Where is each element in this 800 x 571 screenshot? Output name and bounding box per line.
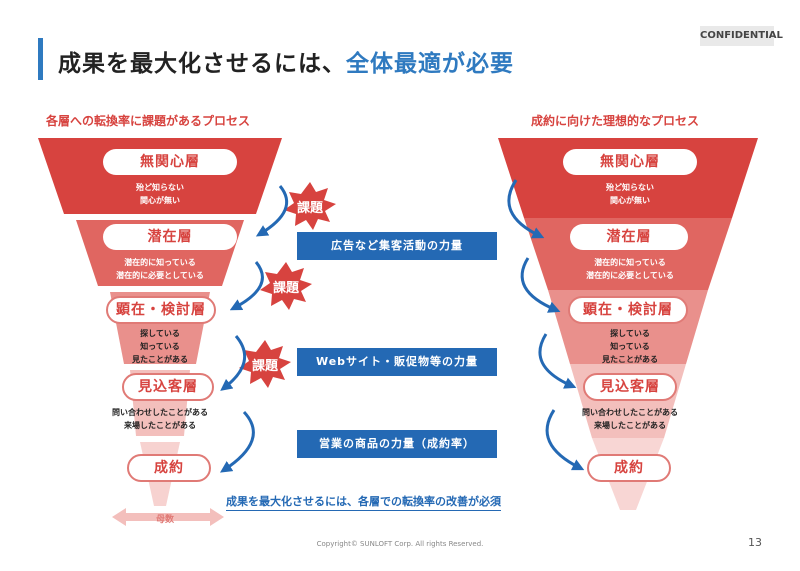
right-layer-label-3: 顕在・検討層 bbox=[568, 296, 688, 324]
left-layer-desc-1: 殆ど知らない関心が無い bbox=[136, 183, 184, 205]
left-layer-label-1: 無関心層 bbox=[103, 149, 237, 175]
right-arrow-3 bbox=[538, 333, 577, 389]
issue-label-1: 課題 bbox=[296, 201, 323, 216]
issue-label-3: 課題 bbox=[251, 359, 278, 374]
right-layer-label-4: 見込客層 bbox=[583, 373, 677, 401]
base-double-arrow bbox=[112, 508, 224, 526]
right-arrow-2 bbox=[520, 257, 561, 313]
left-layer-label-3: 顕在・検討層 bbox=[106, 296, 216, 324]
title-accent-bar bbox=[38, 38, 43, 80]
left-subtitle: 各層への転換率に課題があるプロセス bbox=[46, 114, 251, 128]
left-layer-desc-3: 探している知っている見たことがある bbox=[132, 329, 188, 364]
right-arrow-4 bbox=[545, 409, 585, 471]
issue-label-2: 課題 bbox=[272, 281, 299, 296]
left-arrow-1 bbox=[255, 185, 289, 237]
right-layer-desc-4: 問い合わせしたことがある来場したことがある bbox=[582, 408, 678, 430]
left-layer-desc-2: 潜在的に知っている潜在的に必要としている bbox=[116, 258, 204, 280]
left-arrow-4 bbox=[219, 410, 255, 473]
page-number: 13 bbox=[748, 536, 762, 549]
right-layer-desc-3: 探している知っている見たことがある bbox=[602, 329, 658, 364]
capability-box-web: Webサイト・販促物等の力量 bbox=[297, 348, 497, 376]
page-title: 成果を最大化させるには、全体最適が必要 bbox=[58, 51, 514, 77]
capability-box-sales: 営業の商品の力量（成約率） bbox=[297, 430, 497, 458]
right-subtitle: 成約に向けた理想的なプロセス bbox=[531, 114, 700, 128]
right-layer-desc-1: 殆ど知らない関心が無い bbox=[606, 183, 654, 205]
page-title-highlight: 全体最適が必要 bbox=[346, 51, 514, 77]
confidential-badge: CONFIDENTIAL bbox=[700, 26, 783, 46]
right-layer-desc-2: 潜在的に知っている潜在的に必要としている bbox=[586, 258, 674, 280]
copyright: Copyright© SUNLOFT Corp. All rights Rese… bbox=[316, 540, 484, 548]
capability-box-ads: 広告など集客活動の力量 bbox=[297, 232, 497, 260]
conversion-note: 成果を最大化させるには、各層での転換率の改善が必須 bbox=[226, 493, 501, 511]
right-layer-label-2: 潜在層 bbox=[570, 224, 688, 250]
right-layer-label-5: 成約 bbox=[587, 454, 671, 482]
issue-burst-1 bbox=[284, 182, 336, 230]
left-layer-label-5: 成約 bbox=[127, 454, 211, 482]
issue-burst-2 bbox=[260, 262, 312, 310]
left-layer-desc-4: 問い合わせしたことがある来場したことがある bbox=[112, 408, 208, 430]
left-arrow-2 bbox=[229, 261, 264, 311]
left-layer-label-2: 潜在層 bbox=[103, 224, 237, 250]
right-layer-label-1: 無関心層 bbox=[563, 149, 697, 175]
left-arrow-3 bbox=[220, 335, 246, 391]
left-layer-label-4: 見込客層 bbox=[122, 373, 214, 401]
right-arrow-1 bbox=[507, 179, 545, 239]
issue-burst-3 bbox=[239, 340, 291, 388]
base-label: 母数 bbox=[156, 515, 175, 525]
